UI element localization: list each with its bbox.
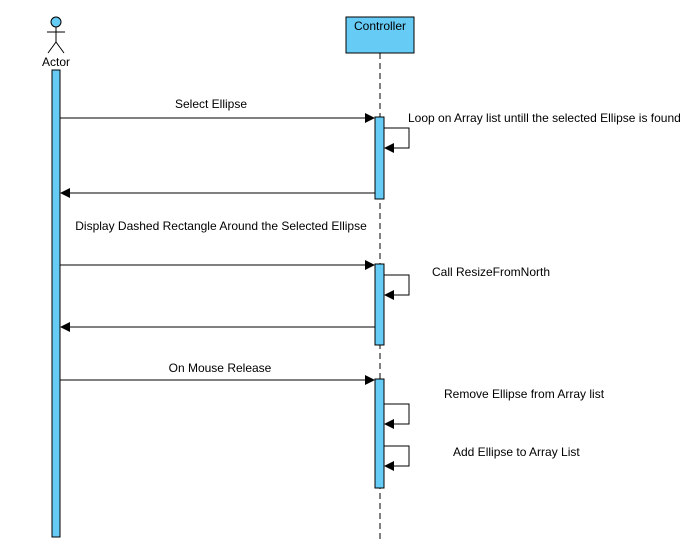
self-message-loop-arrow bbox=[384, 127, 410, 153]
self-message-resize-arrow bbox=[384, 274, 410, 300]
actor-head bbox=[50, 16, 62, 28]
actor-activation-bar bbox=[51, 69, 61, 538]
self-message-loop-label: Loop on Array list untill the selected E… bbox=[408, 111, 681, 125]
actor-figure bbox=[47, 16, 65, 54]
self-message-remove-arrow bbox=[384, 403, 410, 429]
message-mouse-release-label: On Mouse Release bbox=[169, 361, 272, 375]
self-message-add-arrow bbox=[384, 445, 410, 471]
controller-box bbox=[345, 16, 415, 54]
controller-activation-2 bbox=[374, 263, 385, 346]
actor-label: Actor bbox=[42, 55, 70, 69]
message-select-ellipse-label: Select Ellipse bbox=[175, 97, 247, 111]
message-display-dashed-label: Display Dashed Rectangle Around the Sele… bbox=[75, 219, 367, 233]
self-message-add-label: Add Ellipse to Array List bbox=[453, 445, 580, 459]
self-message-resize-label: Call ResizeFromNorth bbox=[432, 265, 550, 279]
controller-activation-3 bbox=[374, 378, 385, 489]
controller-label: Controller bbox=[354, 19, 406, 33]
controller-activation-1 bbox=[374, 116, 385, 200]
self-message-remove-label: Remove Ellipse from Array list bbox=[444, 387, 605, 401]
